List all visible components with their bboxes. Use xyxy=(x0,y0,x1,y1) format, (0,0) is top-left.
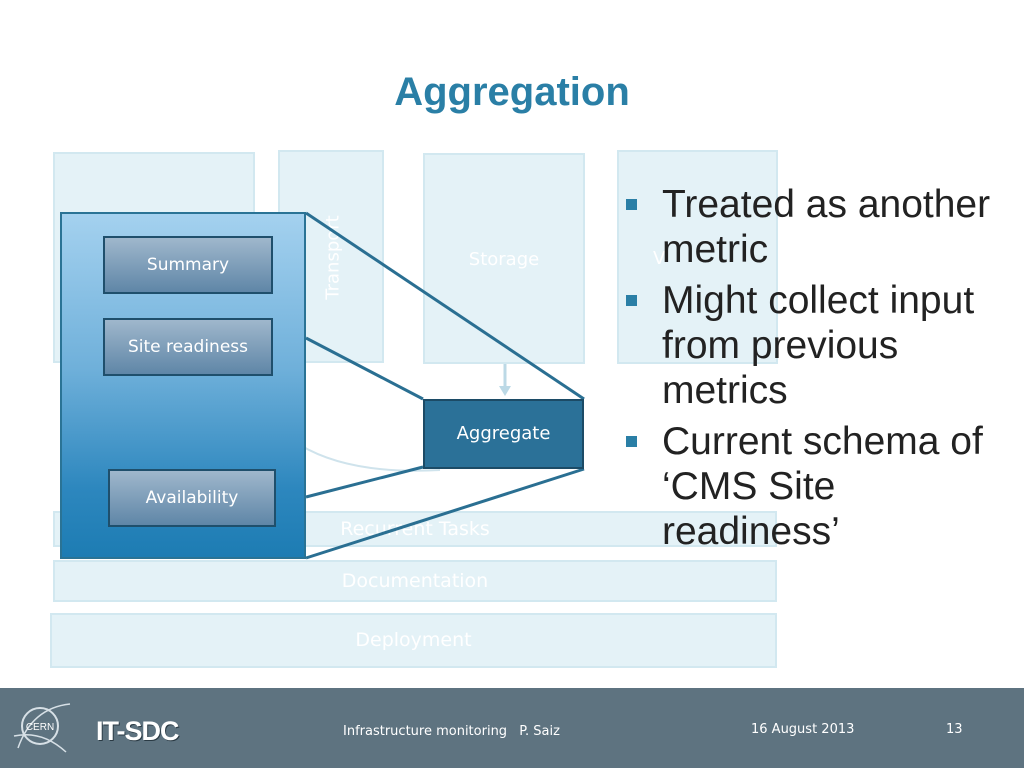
svg-text:CERN: CERN xyxy=(26,722,54,733)
footer-presentation: Infrastructure monitoring P. Saiz xyxy=(343,724,560,739)
metric-summary-label: Summary xyxy=(146,255,230,275)
bullet-square-icon xyxy=(626,199,637,210)
bullet-square-icon xyxy=(626,295,637,306)
strip-documentation: Documentation xyxy=(53,560,777,602)
cern-logo-icon: CERN xyxy=(13,703,71,753)
zoom-line-top xyxy=(305,211,585,401)
metric-site-readiness-label: Site readiness xyxy=(128,337,248,357)
metric-site-readiness[interactable]: Site readiness xyxy=(103,318,273,376)
slide-title: Aggregation xyxy=(394,70,630,114)
connector-availability xyxy=(305,465,424,499)
footer-page-number: 13 xyxy=(946,722,963,737)
connector-site-readiness xyxy=(305,336,424,401)
bullet-text: Treated as another metric xyxy=(662,183,991,271)
background-curve xyxy=(299,444,441,472)
metric-summary[interactable]: Summary xyxy=(103,236,273,294)
footer-author: P. Saiz xyxy=(519,724,560,739)
strip-deployment-label: Deployment xyxy=(355,629,472,651)
bullet-text: Current schema of ‘CMS Site readiness’ xyxy=(662,420,983,553)
footer-bar: CERN IT-SDC Infrastructure monitoring P.… xyxy=(0,688,1024,768)
bullet-item: Treated as another metric xyxy=(620,182,1015,272)
aggregate-box[interactable]: Aggregate xyxy=(423,399,584,469)
metrics-panel: Summary Site readiness Availability xyxy=(60,212,306,559)
zoom-line-bottom xyxy=(305,467,585,560)
bullet-item: Current schema of ‘CMS Site readiness’ xyxy=(620,419,1015,554)
visualization-label: V xyxy=(653,248,666,269)
metric-availability[interactable]: Availability xyxy=(108,469,276,527)
bullet-list: Treated as another metric Might collect … xyxy=(620,182,1015,560)
footer-presentation-title: Infrastructure monitoring xyxy=(343,724,508,739)
strip-deployment: Deployment xyxy=(50,613,777,668)
footer-group: IT-SDC xyxy=(96,716,180,746)
background-box-visualization: V xyxy=(617,150,778,364)
strip-documentation-label: Documentation xyxy=(341,570,489,592)
background-box-storage: Storage xyxy=(423,153,585,364)
metric-availability-label: Availability xyxy=(145,488,239,508)
arrow-down-icon xyxy=(499,364,511,396)
aggregate-label: Aggregate xyxy=(456,423,551,444)
bullet-item: Might collect input from previous metric… xyxy=(620,278,1015,413)
storage-label: Storage xyxy=(468,249,540,270)
bullet-square-icon xyxy=(626,436,637,447)
footer-date: 16 August 2013 xyxy=(751,722,855,737)
bullet-text: Might collect input from previous metric… xyxy=(662,279,975,412)
